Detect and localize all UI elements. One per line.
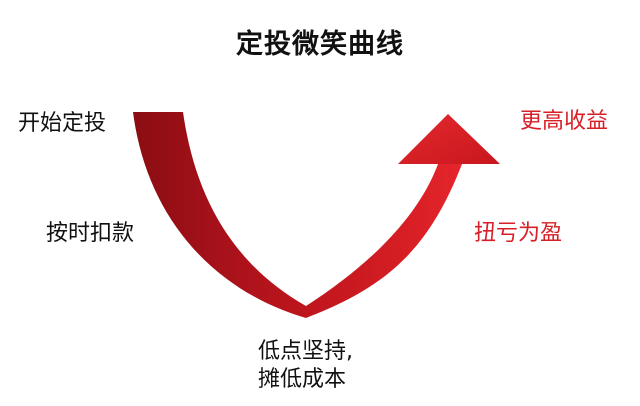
label-low-point-line2: 摊低成本 (258, 367, 347, 392)
arrow-head (398, 114, 500, 164)
label-turn-loss-to-profit: 扭亏为盈 (474, 221, 563, 246)
label-start-investing: 开始定投 (18, 111, 107, 136)
label-higher-returns: 更高收益 (520, 109, 609, 134)
smile-curve-body (133, 112, 462, 318)
label-low-point: 低点坚持, 摊低成本 (258, 338, 353, 394)
diagram-title: 定投微笑曲线 (236, 29, 404, 60)
label-on-time-deduction: 按时扣款 (46, 221, 135, 246)
label-low-point-line1: 低点坚持, (258, 339, 353, 364)
